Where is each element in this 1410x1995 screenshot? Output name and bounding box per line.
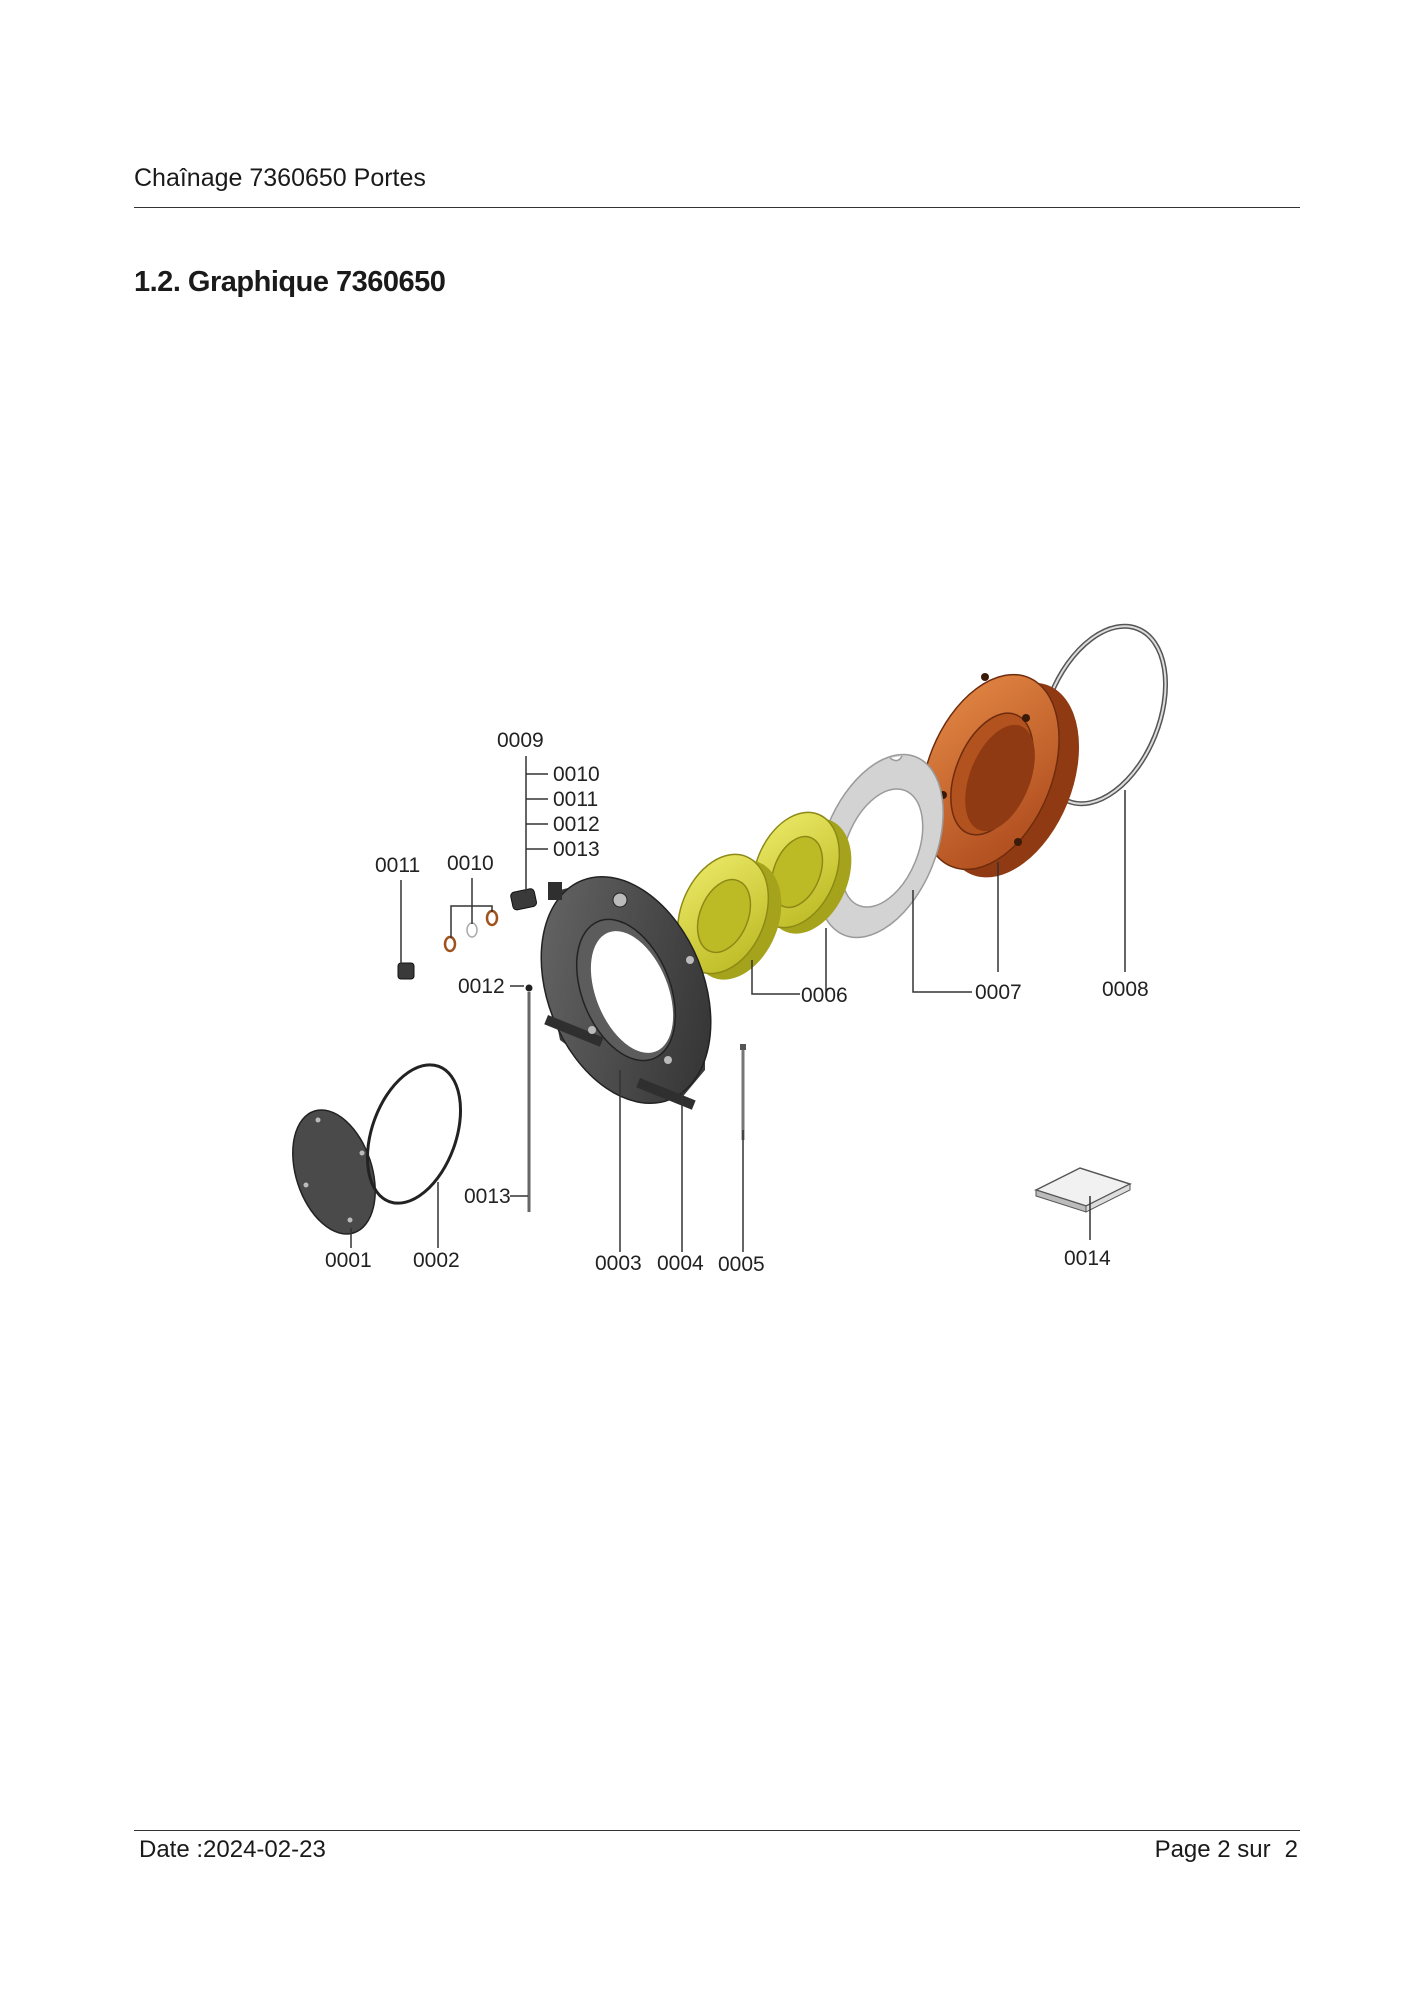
callout-0004: 0004	[657, 1252, 704, 1275]
callout-0009: 0009	[497, 729, 544, 752]
callout-0012-top: 0012	[553, 813, 600, 836]
callout-0013: 0013	[464, 1185, 511, 1208]
callout-0002: 0002	[413, 1249, 460, 1272]
header-divider	[134, 207, 1300, 208]
document-header-title: Chaînage 7360650 Portes	[134, 164, 426, 192]
callout-0011-top: 0011	[553, 788, 598, 811]
callout-0001: 0001	[325, 1249, 372, 1272]
part-0012-pin-head	[525, 984, 533, 992]
footer-page-indicator: Page 2 sur 2	[1155, 1836, 1298, 1864]
footer-page-label: Page 2 sur	[1154, 1836, 1271, 1863]
callout-0008: 0008	[1102, 978, 1149, 1001]
exploded-parts-diagram: 0001 0002 0003 0004 0005 0006 0007 0008 …	[292, 623, 1169, 1276]
callout-0013-top: 0013	[553, 838, 600, 861]
part-0014-manual	[1034, 1167, 1132, 1213]
part-0003-housing	[540, 876, 712, 1110]
part-0011-nut	[397, 962, 415, 980]
callout-0010: 0010	[447, 852, 494, 875]
callout-0012: 0012	[458, 975, 505, 998]
callout-0010-top: 0010	[553, 763, 600, 786]
callout-0014: 0014	[1064, 1247, 1111, 1270]
part-0005-bolt	[740, 1044, 746, 1140]
part-0007-grey-shim	[816, 753, 944, 939]
footer-page-number: 2	[1284, 1836, 1298, 1863]
part-0002-oring	[365, 1063, 463, 1205]
part-0007-orange-ring	[920, 673, 1080, 878]
callout-0011: 0011	[375, 854, 420, 877]
callout-0005: 0005	[718, 1253, 765, 1276]
section-title: 1.2. Graphique 7360650	[134, 266, 446, 298]
part-0010-small-orings	[443, 909, 499, 953]
part-0006-yellow-rings	[676, 811, 852, 980]
callout-0007: 0007	[975, 981, 1022, 1004]
callout-0003: 0003	[595, 1252, 642, 1275]
part-0001-cover	[292, 1109, 376, 1235]
callout-0006: 0006	[801, 984, 848, 1007]
footer-date: Date :2024-02-23	[139, 1836, 326, 1863]
footer-divider	[134, 1830, 1300, 1831]
part-0009-cartridge	[510, 888, 537, 911]
